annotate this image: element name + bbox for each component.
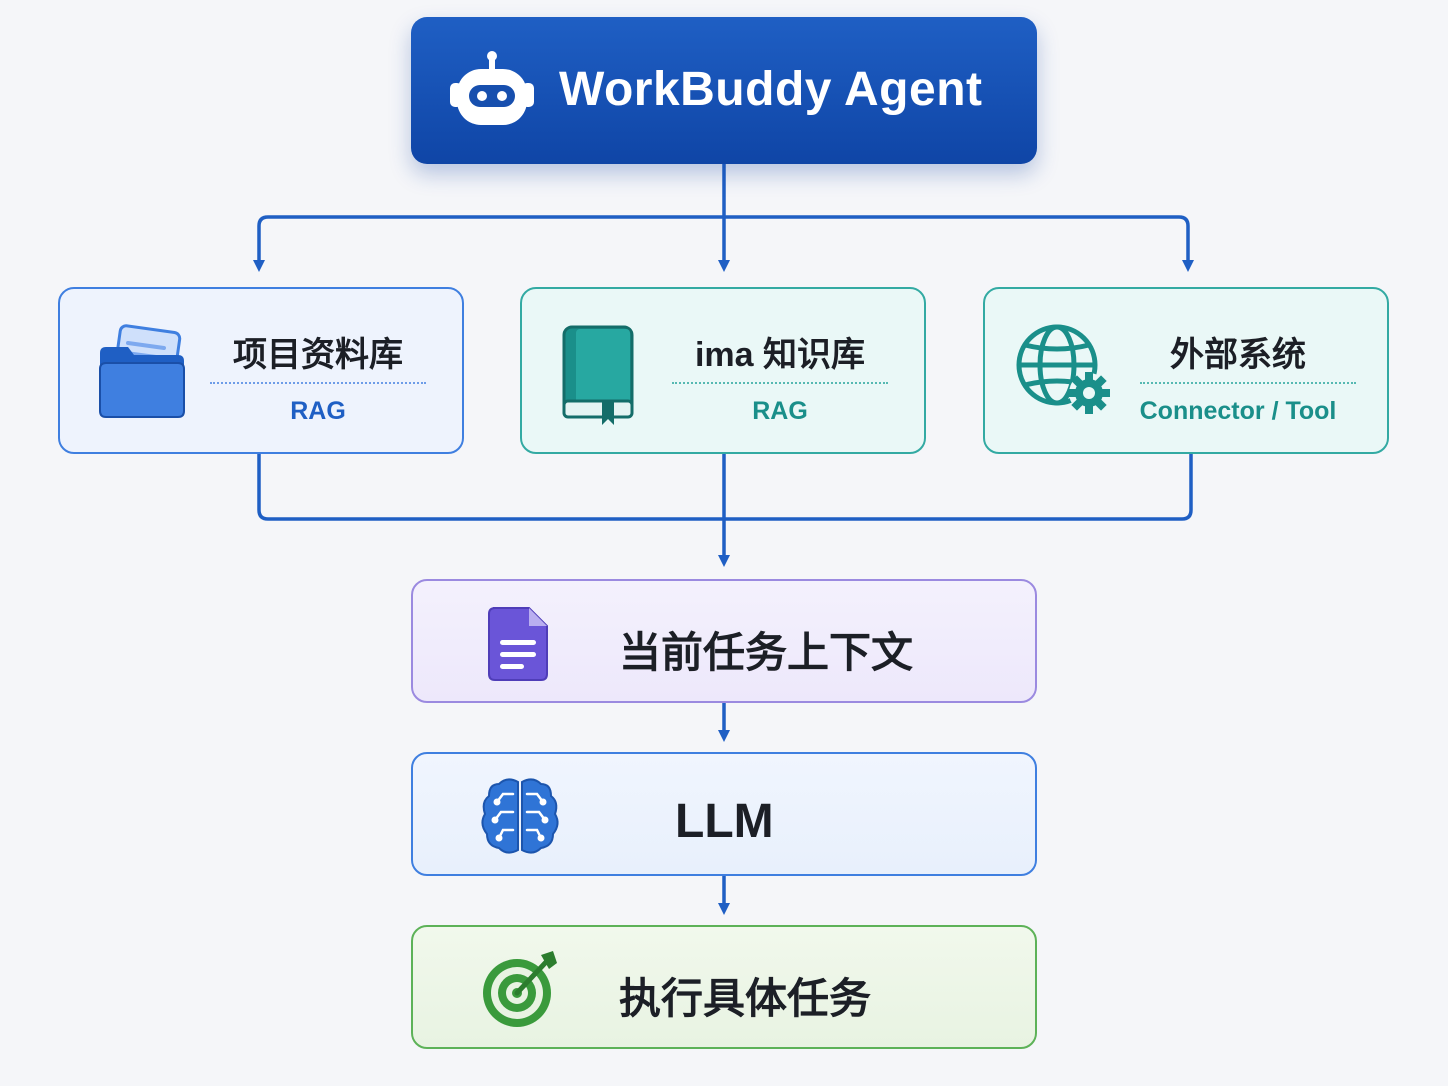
stage-llm: LLM	[411, 752, 1037, 876]
document-icon	[487, 604, 551, 687]
source-title: 外部系统	[1170, 336, 1306, 374]
stage-label: 当前任务上下文	[619, 629, 914, 676]
stage-label: LLM	[675, 795, 774, 848]
divider	[1140, 382, 1356, 384]
divider	[210, 382, 426, 384]
stage-execute-task: 执行具体任务	[411, 925, 1037, 1049]
source-subtitle: Connector / Tool	[1139, 397, 1337, 425]
agent-title: WorkBuddy Agent	[559, 63, 983, 116]
brain-icon	[477, 774, 563, 863]
book-icon	[558, 321, 642, 434]
stage-label: 执行具体任务	[619, 975, 872, 1022]
source-subtitle: RAG	[290, 397, 346, 425]
robot-icon	[447, 49, 537, 134]
source-external-systems: 外部系统 Connector / Tool	[983, 287, 1389, 454]
branch-right-line	[722, 215, 1194, 272]
source-project-docs: 项目资料库 RAG	[58, 287, 464, 454]
source-ima-kb: ima 知识库 RAG	[520, 287, 926, 454]
merge-right-line	[722, 452, 1193, 521]
globe-gear-icon	[1013, 321, 1123, 430]
stage-task-context: 当前任务上下文	[411, 579, 1037, 703]
agent-node: WorkBuddy Agent	[411, 17, 1037, 164]
source-title: 项目资料库	[233, 336, 403, 374]
branch-left-line	[253, 215, 726, 272]
source-title: ima 知识库	[694, 336, 866, 374]
merge-left-line	[257, 452, 726, 521]
divider	[672, 382, 888, 384]
target-icon	[477, 947, 563, 1036]
folder-icon	[94, 321, 190, 426]
source-subtitle: RAG	[752, 397, 808, 425]
